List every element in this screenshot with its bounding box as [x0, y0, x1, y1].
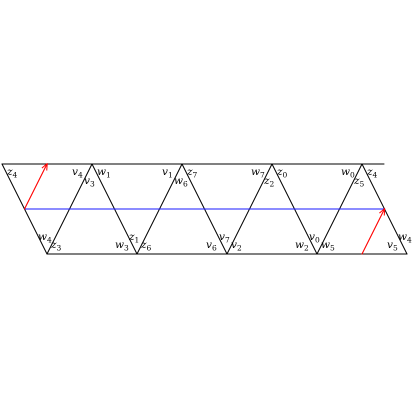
label-bottom-apex-1-right: z3: [50, 239, 62, 253]
label-bottom-apex-1-above: w4: [38, 231, 52, 245]
vertex-labels: z4 v4 w1 v3 v1 z7 w6 w7 z0 z2 w0 z4 z5 w…: [6, 166, 412, 253]
label-top-left: z4: [6, 166, 18, 180]
label-bottom-apex-2-left: w3: [115, 239, 129, 253]
label-top-apex-4-left: w0: [341, 166, 355, 180]
label-bottom-apex-4-above: v0: [309, 231, 320, 245]
label-bottom-apex-4-left: w2: [295, 239, 309, 253]
label-bottom-right-left: v5: [387, 239, 398, 253]
label-top-apex-2-right: z7: [186, 166, 198, 180]
label-top-apex-1-right: w1: [97, 166, 111, 180]
label-top-apex-1-below: v3: [84, 175, 95, 189]
right-arrow: [361, 209, 385, 255]
label-bottom-apex-4-right: w5: [321, 239, 335, 253]
label-bottom-apex-3-left: v6: [206, 239, 217, 253]
label-bottom-right-above: w4: [398, 231, 412, 245]
label-top-apex-4-below: z5: [353, 175, 365, 189]
label-top-apex-4-right: z4: [366, 166, 378, 180]
label-top-apex-3-left: w7: [251, 166, 265, 180]
label-top-apex-3-right: z0: [276, 166, 288, 180]
label-top-apex-1-left: v4: [72, 166, 83, 180]
label-top-apex-2-left: v1: [162, 166, 173, 180]
left-arrow: [23, 164, 48, 210]
label-top-apex-3-below: z2: [263, 175, 275, 189]
label-bottom-apex-2-above: z1: [128, 231, 139, 245]
label-bottom-apex-2-right: z6: [140, 239, 152, 253]
label-top-apex-2-below: w6: [174, 175, 188, 189]
label-bottom-apex-3-right: v2: [231, 239, 242, 253]
label-bottom-apex-3-above: v7: [219, 231, 230, 245]
